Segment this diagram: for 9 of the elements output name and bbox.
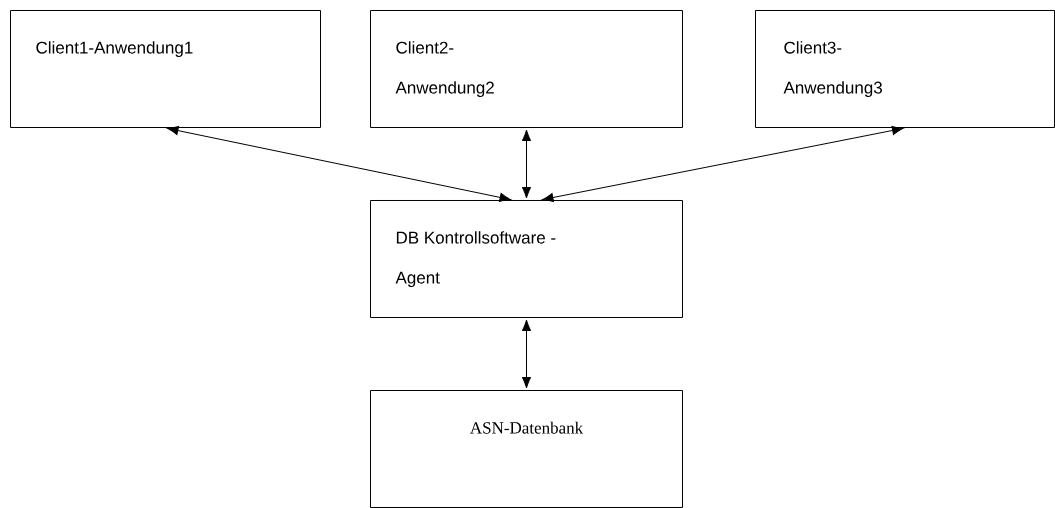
arrow — [521, 319, 532, 389]
database-box: ASN-Datenbank — [370, 390, 683, 508]
arrow — [167, 126, 512, 202]
arrow — [521, 129, 532, 199]
process-box: DB Kontrollsoftware - Agent — [370, 200, 683, 318]
process-box: Client2- Anwendung2 — [370, 10, 683, 128]
arrow — [542, 125, 904, 203]
process-box: Client1-Anwendung1 — [10, 10, 321, 128]
process-box: Client3- Anwendung3 — [755, 10, 1055, 128]
